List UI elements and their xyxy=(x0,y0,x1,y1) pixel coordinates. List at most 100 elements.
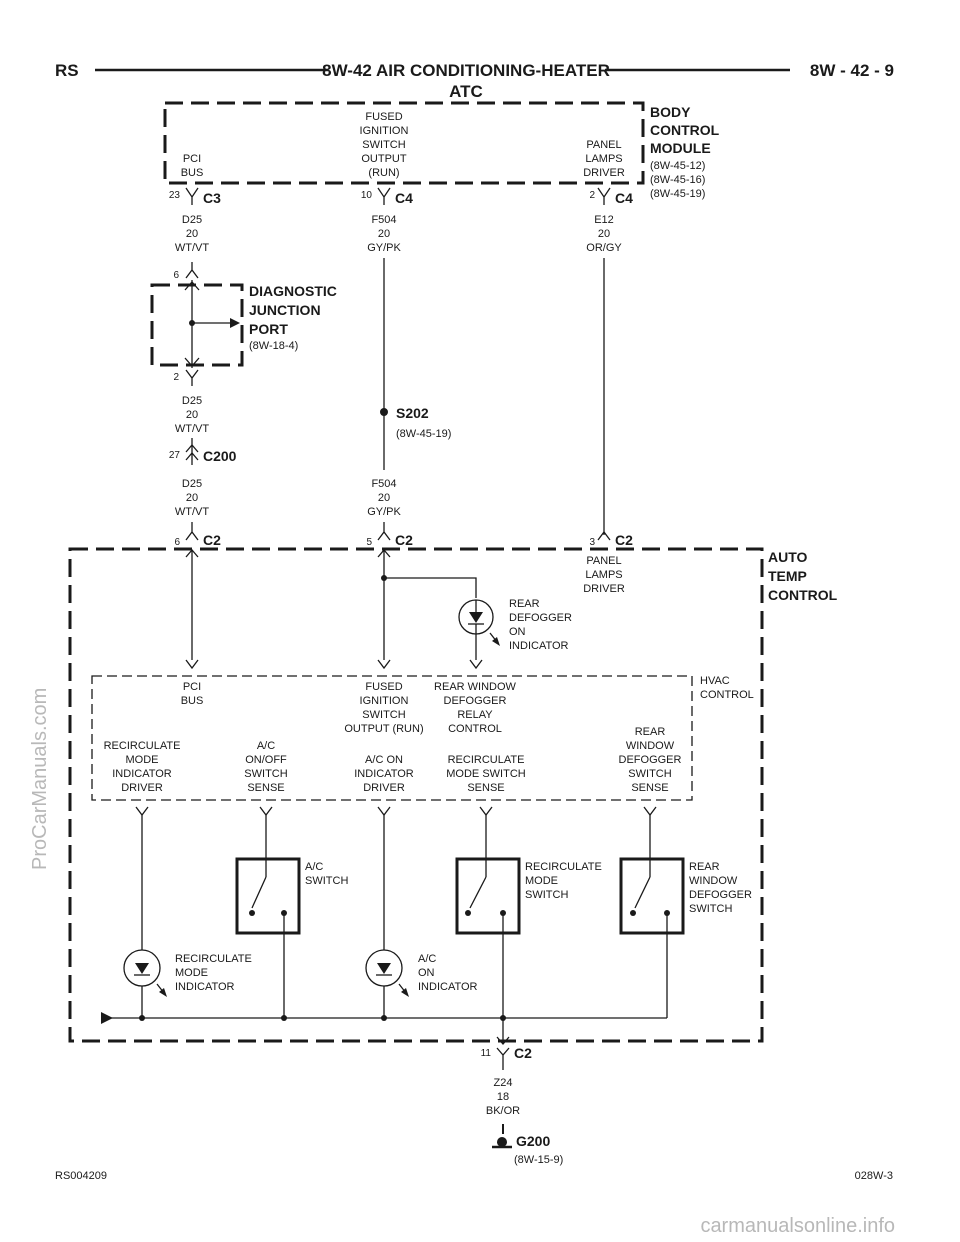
hvac-pin-recirc-sense: RECIRCULATE MODE SWITCH SENSE xyxy=(446,754,525,794)
svg-text:(8W-18-4): (8W-18-4) xyxy=(249,340,298,352)
svg-text:INDICATOR: INDICATOR xyxy=(418,981,478,993)
svg-text:(8W-45-19): (8W-45-19) xyxy=(396,428,451,440)
rear-window-defogger-switch-label: REAR WINDOW DEFOGGER SWITCH xyxy=(689,861,752,915)
hvac-pin-fused: FUSED IGNITION SWITCH OUTPUT (RUN) xyxy=(344,681,423,735)
svg-text:SWITCH: SWITCH xyxy=(525,889,568,901)
svg-text:OUTPUT (RUN): OUTPUT (RUN) xyxy=(344,723,423,735)
svg-text:CONTROL: CONTROL xyxy=(700,689,754,701)
svg-text:S202: S202 xyxy=(396,405,429,421)
svg-text:(RUN): (RUN) xyxy=(368,167,399,179)
svg-text:20: 20 xyxy=(186,492,198,504)
hvac-box xyxy=(91,675,693,801)
svg-text:OR/GY: OR/GY xyxy=(586,242,622,254)
wire-label-f504-upper: F504 20 GY/PK xyxy=(367,214,401,254)
svg-text:DRIVER: DRIVER xyxy=(583,167,625,179)
svg-text:A/C: A/C xyxy=(257,740,275,752)
ground-bus xyxy=(101,1012,667,1044)
svg-text:DEFOGGER: DEFOGGER xyxy=(444,695,507,707)
svg-text:TEMP: TEMP xyxy=(768,568,807,584)
svg-text:11: 11 xyxy=(481,1048,492,1059)
svg-text:C200: C200 xyxy=(203,448,237,464)
svg-text:A/C: A/C xyxy=(305,861,323,873)
rear-window-defogger-switch-icon xyxy=(619,857,685,1018)
ground-g200-label: G200 (8W-15-9) xyxy=(514,1133,563,1166)
atc-panel-lamps-label: PANEL LAMPS DRIVER xyxy=(583,555,625,595)
svg-text:20: 20 xyxy=(378,228,390,240)
svg-text:IGNITION: IGNITION xyxy=(360,695,409,707)
svg-text:LAMPS: LAMPS xyxy=(585,153,622,165)
svg-text:A/C ON: A/C ON xyxy=(365,754,403,766)
djp-title: DIAGNOSTIC JUNCTION PORT (8W-18-4) xyxy=(249,283,337,352)
connector-c2-3: 3 C2 xyxy=(589,530,633,548)
svg-text:ON/OFF: ON/OFF xyxy=(245,754,287,766)
svg-text:20: 20 xyxy=(186,409,198,421)
svg-text:PORT: PORT xyxy=(249,321,288,337)
svg-text:2: 2 xyxy=(173,372,179,383)
footer-left: RS004209 xyxy=(55,1170,107,1182)
svg-text:ON: ON xyxy=(509,626,526,638)
svg-text:D25: D25 xyxy=(182,395,202,407)
svg-text:(8W-45-12): (8W-45-12) xyxy=(650,160,705,172)
svg-text:SENSE: SENSE xyxy=(631,782,668,794)
svg-text:WT/VT: WT/VT xyxy=(175,423,209,435)
svg-text:18: 18 xyxy=(497,1091,509,1103)
svg-text:D25: D25 xyxy=(182,478,202,490)
svg-text:RECIRCULATE: RECIRCULATE xyxy=(525,861,602,873)
svg-text:WINDOW: WINDOW xyxy=(689,875,738,887)
connector-djp-2: 2 xyxy=(173,369,199,386)
svg-text:20: 20 xyxy=(598,228,610,240)
svg-text:C4: C4 xyxy=(395,190,413,206)
svg-text:C2: C2 xyxy=(203,532,221,548)
connector-c3-23: 23 C3 xyxy=(169,187,221,206)
svg-text:MODULE: MODULE xyxy=(650,140,711,156)
svg-text:MODE SWITCH: MODE SWITCH xyxy=(446,768,525,780)
svg-text:OUTPUT: OUTPUT xyxy=(361,153,407,165)
svg-text:CONTROL: CONTROL xyxy=(448,723,502,735)
connector-c4-2: 2 C4 xyxy=(589,187,633,206)
svg-text:MODE: MODE xyxy=(525,875,558,887)
svg-text:CONTROL: CONTROL xyxy=(768,587,838,603)
svg-text:GY/PK: GY/PK xyxy=(367,506,401,518)
header-right: 8W - 42 - 9 xyxy=(810,61,894,80)
svg-text:DEFOGGER: DEFOGGER xyxy=(509,612,572,624)
hvac-title: HVAC CONTROL xyxy=(700,675,754,701)
svg-text:A/C: A/C xyxy=(418,953,436,965)
bottom-watermark: carmanualsonline.info xyxy=(700,1215,895,1237)
bcm-refs: (8W-45-12) (8W-45-16) (8W-45-19) xyxy=(650,160,705,200)
svg-text:5: 5 xyxy=(366,537,372,548)
svg-text:C2: C2 xyxy=(514,1045,532,1061)
svg-text:6: 6 xyxy=(173,270,179,281)
svg-text:C2: C2 xyxy=(615,532,633,548)
svg-text:BUS: BUS xyxy=(181,695,204,707)
svg-text:SENSE: SENSE xyxy=(467,782,504,794)
ground-g200-icon xyxy=(492,1137,512,1149)
svg-text:SWITCH: SWITCH xyxy=(305,875,348,887)
rear-defogger-on-indicator-icon xyxy=(458,599,500,670)
svg-text:RELAY: RELAY xyxy=(457,709,493,721)
bcm-title: BODY CONTROL MODULE xyxy=(650,104,720,156)
svg-text:F504: F504 xyxy=(371,214,396,226)
svg-text:(8W-15-9): (8W-15-9) xyxy=(514,1154,563,1166)
svg-text:SENSE: SENSE xyxy=(247,782,284,794)
svg-text:BODY: BODY xyxy=(650,104,691,120)
header-title: 8W-42 AIR CONDITIONING-HEATER xyxy=(322,61,610,80)
bcm-pin-panel-label: PANEL LAMPS DRIVER xyxy=(583,139,625,179)
svg-text:PANEL: PANEL xyxy=(586,555,621,567)
side-watermark: ProCarManuals.com xyxy=(29,688,51,870)
hvac-pin-pci: PCI BUS xyxy=(181,681,204,707)
svg-text:MODE: MODE xyxy=(126,754,159,766)
svg-text:REAR WINDOW: REAR WINDOW xyxy=(434,681,517,693)
hvac-pin-ac-sense: A/C ON/OFF SWITCH SENSE xyxy=(244,740,287,794)
rear-defogger-on-indicator-label: REAR DEFOGGER ON INDICATOR xyxy=(509,598,572,652)
header-left: RS xyxy=(55,61,79,80)
atc-fused-wire xyxy=(377,549,477,670)
recirculate-mode-switch-label: RECIRCULATE MODE SWITCH xyxy=(525,861,602,901)
svg-text:FUSED: FUSED xyxy=(365,111,402,123)
wire-label-f504-lower: F504 20 GY/PK xyxy=(367,478,401,518)
footer-right: 028W-3 xyxy=(855,1170,893,1182)
svg-text:C2: C2 xyxy=(395,532,413,548)
djp-box xyxy=(150,283,244,367)
bcm-box xyxy=(163,101,645,185)
svg-text:JUNCTION: JUNCTION xyxy=(249,302,321,318)
